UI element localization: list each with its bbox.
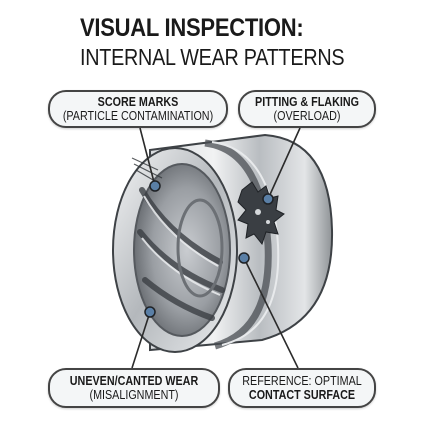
callout-pitting-flaking: PITTING & FLAKING (OVERLOAD) <box>238 90 376 128</box>
uneven-marker <box>144 306 156 318</box>
callout-reference-line-1: REFERENCE: OPTIMAL <box>242 374 362 388</box>
title-line-2: INTERNAL WEAR PATTERNS <box>80 44 345 70</box>
callout-uneven-wear: UNEVEN/CANTED WEAR (MISALIGNMENT) <box>48 368 220 408</box>
pitting-marker <box>262 193 274 205</box>
callout-uneven-title: UNEVEN/CANTED WEAR <box>69 374 199 388</box>
callout-reference-line-2: CONTACT SURFACE <box>248 388 356 402</box>
callout-score-subtitle: (PARTICLE CONTAMINATION) <box>62 109 214 123</box>
uneven-leader-line <box>131 311 151 369</box>
pitting-leader-line <box>267 127 301 200</box>
callout-score-title: SCORE MARKS <box>97 95 179 109</box>
callout-score-marks: SCORE MARKS (PARTICLE CONTAMINATION) <box>48 90 228 128</box>
callout-reference: REFERENCE: OPTIMAL CONTACT SURFACE <box>228 368 376 408</box>
callout-pitting-title: PITTING & FLAKING <box>255 95 359 109</box>
reference-marker <box>238 252 250 264</box>
callout-pitting-subtitle: (OVERLOAD) <box>273 109 341 123</box>
score-leader-line <box>139 127 156 187</box>
callout-uneven-subtitle: (MISALIGNMENT) <box>89 388 179 402</box>
reference-leader-line <box>243 257 299 369</box>
score-marker <box>149 180 161 192</box>
canted-wear-band <box>137 187 225 321</box>
title-line-1: VISUAL INSPECTION: <box>80 14 304 42</box>
